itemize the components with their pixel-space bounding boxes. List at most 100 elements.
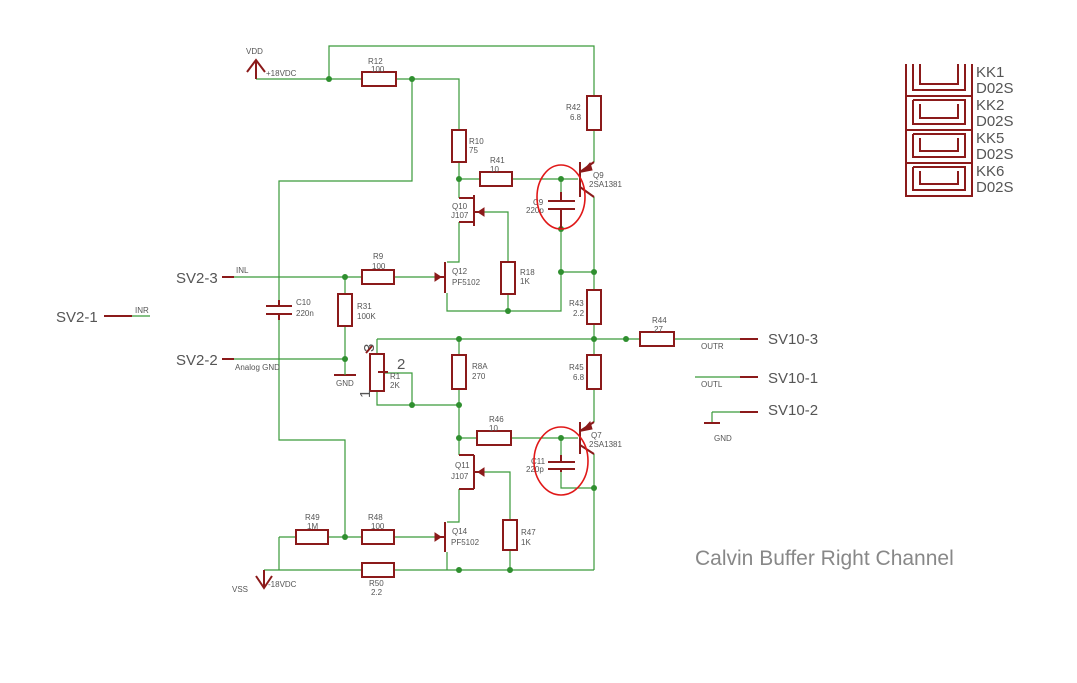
resistor-r42[interactable]: R42 6.8 [566, 95, 602, 131]
connector-sv10-3[interactable]: SV10-3 OUTR [701, 331, 818, 351]
svg-text:SV2-2: SV2-2 [176, 352, 218, 369]
resistor-r46[interactable]: R46 10 [476, 415, 512, 446]
resistor-r10[interactable]: R10 75 [451, 129, 484, 163]
svg-text:SV10-1: SV10-1 [768, 370, 818, 387]
svg-text:SV2-3: SV2-3 [176, 270, 218, 287]
svg-text:R8A: R8A [472, 362, 488, 371]
svg-text:2.2: 2.2 [573, 309, 585, 318]
svg-text:R45: R45 [569, 363, 584, 372]
svg-text:D02S: D02S [976, 80, 1014, 97]
svg-text:R46: R46 [489, 415, 504, 424]
svg-text:J107: J107 [451, 472, 469, 481]
connector-sv10-2[interactable]: SV10-2 [740, 402, 818, 419]
resistor-r47[interactable]: R47 1K [502, 519, 536, 551]
svg-text:R12: R12 [368, 57, 383, 66]
connector-sv2-3[interactable]: SV2-3 INL [176, 266, 249, 287]
svg-text:Analog GND: Analog GND [235, 363, 280, 372]
svg-text:1K: 1K [520, 277, 530, 286]
svg-text:1K: 1K [521, 538, 531, 547]
heatsink-kk6[interactable]: KK6 D02S [905, 163, 1014, 197]
vss-symbol: VSS -18VDC [232, 570, 297, 594]
svg-text:SV2-1: SV2-1 [56, 309, 98, 326]
svg-text:OUTR: OUTR [701, 342, 724, 351]
resistor-r44[interactable]: R44 27 [639, 316, 675, 347]
svg-text:R18: R18 [520, 268, 535, 277]
capacitor-c9[interactable]: C9 220p [526, 192, 575, 229]
svg-text:SV10-3: SV10-3 [768, 331, 818, 348]
svg-text:1: 1 [357, 390, 374, 398]
transistor-q14[interactable]: Q14 PF5102 [434, 522, 480, 552]
connector-sv2-2[interactable]: SV2-2 Analog GND [176, 352, 280, 372]
connector-sv10-1[interactable]: SV10-1 OUTL [701, 370, 818, 389]
svg-text:10: 10 [489, 424, 498, 433]
transistor-q12[interactable]: Q12 PF5102 [434, 262, 481, 293]
svg-text:D02S: D02S [976, 113, 1014, 130]
svg-text:D02S: D02S [976, 146, 1014, 163]
resistor-r49[interactable]: R49 1M [295, 513, 329, 545]
svg-text:100K: 100K [357, 312, 376, 321]
svg-text:KK1: KK1 [976, 64, 1004, 81]
svg-text:R1: R1 [390, 372, 401, 381]
resistor-r12[interactable]: R12 100 [361, 57, 397, 87]
svg-text:220p: 220p [526, 206, 544, 215]
svg-text:+18VDC: +18VDC [266, 69, 297, 78]
svg-text:KK6: KK6 [976, 163, 1004, 180]
svg-text:C9: C9 [533, 198, 544, 207]
svg-text:R10: R10 [469, 137, 484, 146]
resistor-r31[interactable]: R31 100K [337, 293, 376, 327]
svg-text:10: 10 [490, 165, 499, 174]
svg-text:R48: R48 [368, 513, 383, 522]
resistor-r43[interactable]: R43 2.2 [569, 289, 602, 325]
resistor-r8a[interactable]: R8A 270 [451, 354, 488, 390]
svg-text:6.8: 6.8 [573, 373, 585, 382]
resistor-r9[interactable]: R9 100 [361, 252, 395, 285]
svg-text:R47: R47 [521, 528, 536, 537]
gnd-symbol-output: GND [704, 422, 732, 443]
heatsink-kk5[interactable]: KK5 D02S [905, 130, 1014, 164]
heatsink-kk2[interactable]: KK2 D02S [905, 96, 1014, 131]
svg-text:GND: GND [336, 379, 354, 388]
svg-text:C11: C11 [531, 457, 546, 466]
svg-text:KK5: KK5 [976, 130, 1004, 147]
highlight-c11 [533, 426, 589, 496]
resistor-r45[interactable]: R45 6.8 [569, 354, 602, 390]
transistor-q10[interactable]: Q10 J107 [451, 195, 485, 226]
capacitor-c10[interactable]: C10 220n [266, 298, 314, 320]
svg-text:-18VDC: -18VDC [268, 580, 297, 589]
svg-text:OUTL: OUTL [701, 380, 723, 389]
resistor-r41[interactable]: R41 10 [479, 156, 513, 187]
svg-text:Q11: Q11 [455, 461, 470, 470]
potentiometer-r1[interactable]: R1 2K 1 2 3 [357, 344, 405, 398]
svg-text:PF5102: PF5102 [452, 278, 481, 287]
svg-text:KK2: KK2 [976, 97, 1004, 114]
resistor-r18[interactable]: R18 1K [500, 261, 535, 295]
svg-text:2SA1381: 2SA1381 [589, 180, 622, 189]
svg-text:2: 2 [397, 356, 405, 373]
svg-text:Q9: Q9 [593, 171, 604, 180]
svg-text:C10: C10 [296, 298, 311, 307]
svg-text:Q7: Q7 [591, 431, 602, 440]
heatsink-kk1[interactable]: KK1 D02S [905, 64, 1014, 97]
wires [132, 45, 740, 571]
svg-text:R42: R42 [566, 103, 581, 112]
svg-text:100: 100 [371, 65, 385, 74]
resistor-r48[interactable]: R48 100 [361, 513, 395, 545]
svg-text:R9: R9 [373, 252, 384, 261]
svg-text:100: 100 [371, 522, 385, 531]
svg-text:100: 100 [372, 262, 386, 271]
resistor-r50[interactable]: R50 2.2 [361, 562, 395, 597]
svg-text:3: 3 [361, 344, 378, 352]
transistor-q9[interactable]: Q9 2SA1381 [579, 161, 622, 198]
junctions [326, 76, 629, 573]
vdd-symbol: VDD +18VDC [246, 47, 297, 79]
svg-text:INL: INL [236, 266, 249, 275]
svg-text:J107: J107 [451, 211, 469, 220]
svg-text:2.2: 2.2 [371, 588, 383, 597]
svg-text:2SA1381: 2SA1381 [589, 440, 622, 449]
svg-text:SV10-2: SV10-2 [768, 402, 818, 419]
connector-sv2-1[interactable]: SV2-1 INR [56, 306, 149, 326]
svg-text:2K: 2K [390, 381, 400, 390]
svg-text:R44: R44 [652, 316, 667, 325]
transistor-q11[interactable]: Q11 J107 [451, 454, 485, 490]
